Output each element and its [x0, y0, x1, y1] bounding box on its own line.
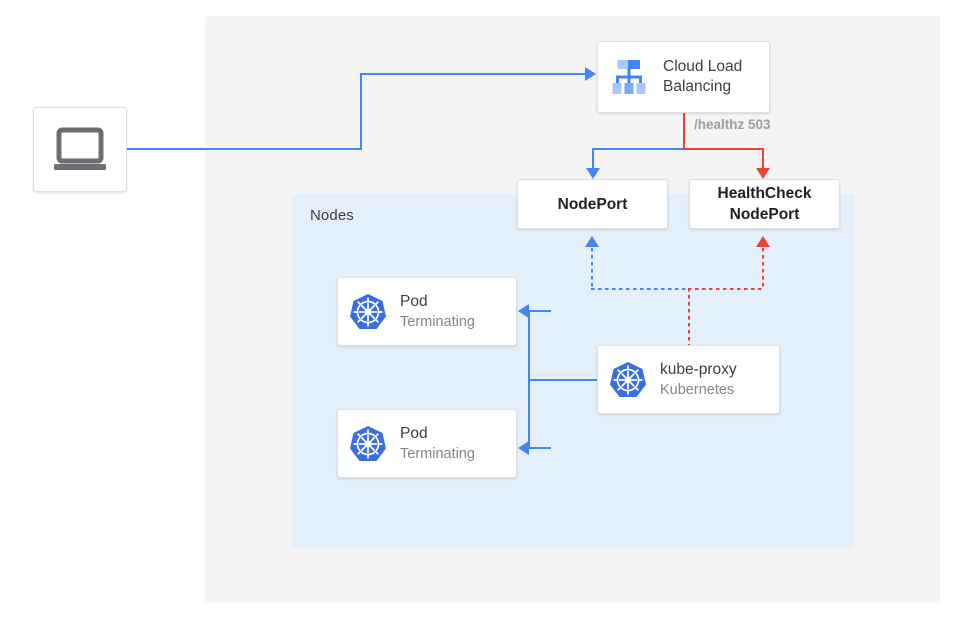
healthcheck-nodeport-card[interactable]: HealthCheck NodePort: [689, 179, 840, 229]
edge-client-to-lb-horizontal-1: [127, 148, 362, 150]
cloud-load-balancing-text: Cloud Load Balancing: [663, 57, 742, 97]
client-device-card[interactable]: [33, 107, 127, 192]
edge-lb-to-hc-arrowhead: [756, 168, 770, 179]
edge-kubeproxy-to-pods-horizontal: [528, 379, 598, 381]
laptop-icon: [52, 127, 108, 173]
edge-to-pod2-arrowhead: [518, 441, 529, 455]
edge-to-pod1-horizontal: [529, 310, 551, 312]
healthz-status-label: /healthz 503: [694, 117, 771, 132]
nodeport-label: NodePort: [557, 195, 628, 213]
edge-kubeproxy-to-hc-arrowhead: [756, 236, 770, 247]
edge-kubeproxy-to-hc-dotted-vertical: [762, 248, 764, 290]
kubernetes-icon: [608, 360, 648, 400]
pod-card-2[interactable]: Pod Terminating: [337, 409, 517, 478]
edge-lb-to-nodeport-arrowhead: [586, 168, 600, 179]
edge-to-pod2-horizontal: [529, 447, 551, 449]
pod-card-2-text: Pod Terminating: [400, 424, 475, 464]
kube-proxy-text: kube-proxy Kubernetes: [660, 360, 737, 400]
healthcheck-nodeport-line2: NodePort: [729, 206, 800, 223]
edge-lb-to-hc-vertical: [762, 148, 764, 171]
pod-card-2-title: Pod: [400, 424, 428, 442]
edge-kubeproxy-to-pods-vertical: [528, 311, 530, 448]
pod-card-1-title: Pod: [400, 292, 428, 310]
kube-proxy-title: kube-proxy: [660, 360, 737, 378]
edge-client-to-lb-vertical: [360, 73, 362, 150]
pod-card-1-text: Pod Terminating: [400, 292, 475, 332]
cloud-load-balancing-line1: Cloud Load: [663, 58, 743, 75]
cloud-load-balancing-line2: Balancing: [663, 78, 732, 95]
edge-lb-to-nodeport-vertical: [592, 148, 594, 171]
pod-card-2-status: Terminating: [400, 445, 475, 462]
edge-kubeproxy-to-hc-dotted-horizontal: [688, 288, 764, 290]
edge-kubeproxy-to-nodeport-dotted-horizontal: [591, 288, 689, 290]
kube-proxy-subtitle: Kubernetes: [660, 381, 735, 398]
edge-lb-to-nodeport-horizontal: [592, 148, 685, 150]
kubernetes-icon: [348, 292, 388, 332]
edge-kubeproxy-to-nodeport-dotted-vertical: [591, 248, 593, 290]
edge-client-to-lb-arrowhead: [585, 67, 596, 81]
healthcheck-nodeport-line1: HealthCheck: [717, 185, 812, 202]
edge-kubeproxy-to-nodeport-arrowhead: [585, 236, 599, 247]
kubernetes-icon: [348, 424, 388, 464]
edge-to-pod1-arrowhead: [518, 304, 529, 318]
nodeport-card[interactable]: NodePort: [517, 179, 668, 229]
edge-lb-healthz-vertical: [683, 113, 685, 150]
pod-card-1-status: Terminating: [400, 313, 475, 330]
edge-kubeproxy-stem-dotted: [688, 288, 690, 346]
nodes-panel-label: Nodes: [310, 207, 354, 224]
edge-lb-to-hc-horizontal: [683, 148, 764, 150]
kube-proxy-card[interactable]: kube-proxy Kubernetes: [597, 345, 780, 414]
cloud-load-balancing-card[interactable]: Cloud Load Balancing: [597, 41, 770, 113]
edge-client-to-lb-horizontal-2: [360, 73, 586, 75]
pod-card-1[interactable]: Pod Terminating: [337, 277, 517, 346]
cloud-load-balancing-icon: [607, 57, 651, 97]
